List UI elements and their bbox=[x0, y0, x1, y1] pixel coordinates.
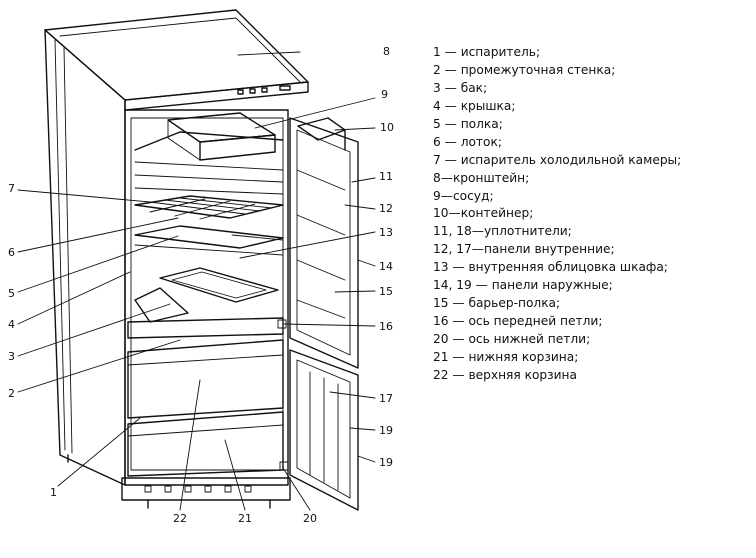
vent-slot bbox=[164, 485, 172, 493]
callout-8: 8 bbox=[383, 45, 390, 58]
wire-rod bbox=[149, 201, 246, 215]
callout-9: 9 bbox=[381, 88, 388, 101]
callout-17: 17 bbox=[379, 392, 393, 405]
callout-21: 21 bbox=[238, 512, 252, 525]
callout-11: 11 bbox=[379, 170, 393, 183]
tray-lid bbox=[159, 267, 279, 303]
legend-item: 6 — лоток; bbox=[433, 134, 502, 149]
door-shelf bbox=[296, 169, 346, 191]
evaporator-grid bbox=[134, 174, 284, 183]
legend-item: 2 — промежуточная стенка; bbox=[433, 62, 616, 77]
vent-slot bbox=[224, 485, 232, 493]
top-edge-line bbox=[235, 17, 301, 83]
legend-item: 21 — нижняя корзина; bbox=[433, 349, 579, 364]
door-shelf bbox=[296, 259, 346, 281]
vessel-front bbox=[199, 134, 276, 161]
legend-item: 16 — ось передней петли; bbox=[433, 314, 603, 329]
callout-15: 15 bbox=[379, 285, 393, 298]
basket-edge bbox=[127, 354, 284, 366]
callout-22: 22 bbox=[173, 512, 187, 525]
leader-lines bbox=[17, 51, 376, 511]
control-knob bbox=[249, 88, 256, 94]
control-knob bbox=[261, 87, 268, 93]
callout-6: 6 bbox=[8, 246, 15, 259]
wire-rod bbox=[199, 203, 256, 220]
legend-item: 22 — верхняя корзина bbox=[433, 367, 577, 382]
legend-item: 9—сосуд; bbox=[433, 188, 494, 203]
callout-16: 16 bbox=[379, 320, 393, 333]
legend-item: 8—кронштейн; bbox=[433, 170, 530, 185]
callout-14: 14 bbox=[379, 260, 393, 273]
inner-liner bbox=[231, 234, 284, 281]
callout-2: 2 bbox=[8, 387, 15, 400]
legend-item: 13 — внутренняя облицовка шкафа; bbox=[433, 260, 668, 275]
vent-slot bbox=[184, 485, 192, 493]
vessel-side bbox=[167, 119, 201, 161]
top-edge-line bbox=[59, 17, 237, 37]
control-knob bbox=[237, 89, 244, 95]
legend-item: 14, 19 — панели наружные; bbox=[433, 278, 613, 293]
legend-item: 5 — полка; bbox=[433, 116, 503, 131]
legend-item: 4 — крышка; bbox=[433, 98, 516, 113]
legend-item: 3 — бак; bbox=[433, 80, 488, 95]
callout-5: 5 bbox=[8, 287, 15, 300]
parts-legend: 1 — испаритель; 2 — промежуточная стенка… bbox=[433, 44, 753, 385]
lower-door-inner-panel bbox=[296, 359, 351, 499]
door-shelf bbox=[296, 299, 346, 319]
shelf-edge bbox=[134, 244, 284, 256]
evaporator-grid bbox=[134, 187, 284, 195]
vent-slot bbox=[204, 485, 212, 493]
intermediate-wall bbox=[127, 317, 284, 339]
cabinet-front bbox=[124, 109, 289, 486]
callout-13: 13 bbox=[379, 226, 393, 239]
legend-item: 7 — испаритель холодильной камеры; bbox=[433, 152, 682, 167]
legend-item: 20 — ось нижней петли; bbox=[433, 332, 591, 346]
cabinet-inner-liner bbox=[130, 117, 284, 471]
vent-slot bbox=[144, 485, 152, 493]
shelf bbox=[134, 225, 284, 249]
basket-edge bbox=[127, 424, 284, 437]
wire-rod bbox=[174, 200, 231, 217]
side-wall-line bbox=[54, 39, 66, 451]
refrigerator-drawing: 8 9 10 11 12 13 14 15 16 17 19 19 7 6 5 … bbox=[8, 9, 394, 525]
wire-rod bbox=[179, 197, 273, 209]
upper-basket bbox=[127, 339, 284, 419]
left-side-wall bbox=[44, 29, 126, 486]
tray-lid-inner bbox=[171, 271, 267, 299]
wire-shelf bbox=[134, 195, 284, 219]
upper-door bbox=[289, 117, 359, 369]
lower-door bbox=[289, 349, 359, 511]
door-shelf bbox=[296, 214, 346, 236]
tank bbox=[134, 287, 189, 323]
upper-door-inner-panel bbox=[296, 129, 351, 356]
legend-item: 1 — испаритель; bbox=[433, 45, 541, 59]
callout-3: 3 bbox=[8, 350, 15, 363]
callout-19-lower: 19 bbox=[379, 456, 393, 469]
legend-item: 12, 17—панели внутренние; bbox=[433, 242, 615, 257]
lower-basket bbox=[127, 411, 284, 477]
evaporator-grid bbox=[134, 161, 284, 171]
legend-item: 11, 18—уплотнители; bbox=[433, 224, 572, 239]
callout-10: 10 bbox=[380, 121, 394, 134]
callout-1: 1 bbox=[50, 486, 57, 499]
callout-4: 4 bbox=[8, 318, 15, 331]
legend-item: 15 — барьер-полка; bbox=[433, 296, 561, 311]
callout-19-upper: 19 bbox=[379, 424, 393, 437]
callout-7: 7 bbox=[8, 182, 15, 195]
base-plinth bbox=[121, 477, 291, 501]
control-knob bbox=[279, 85, 291, 91]
callout-20: 20 bbox=[303, 512, 317, 525]
wire-rod bbox=[149, 198, 206, 213]
legend-item: 10—контейнер; bbox=[433, 206, 534, 221]
vent-slot bbox=[244, 485, 252, 493]
callout-12: 12 bbox=[379, 202, 393, 215]
side-wall-line bbox=[63, 47, 73, 454]
